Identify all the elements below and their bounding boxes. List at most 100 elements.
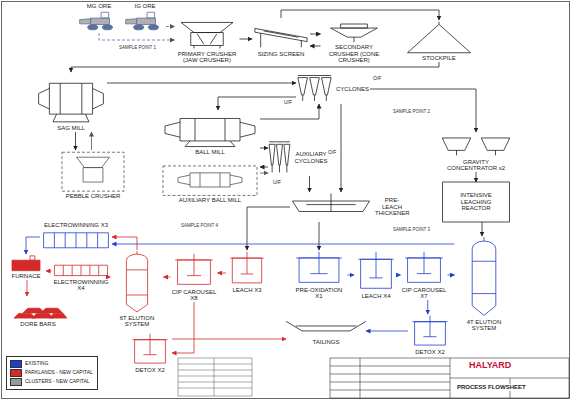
- equipment-node: PRE-LEACH THICKENER: [290, 192, 410, 222]
- stream-tag: O/F: [372, 76, 382, 82]
- equipment-node: CIP CAROUSEL X8: [171, 252, 218, 302]
- symbol-stroke: [240, 122, 255, 137]
- symbol-stroke: [341, 24, 368, 28]
- jaw-symbol: [181, 22, 233, 48]
- symbol-stroke: [430, 316, 431, 337]
- symbol-stroke: [126, 19, 137, 24]
- equipment-node: DETOX X2: [128, 332, 172, 374]
- symbol-stroke: [331, 28, 378, 37]
- symbol-stroke: [376, 252, 377, 278]
- symbol-stroke: [77, 157, 110, 167]
- gravity-symbol: [442, 138, 510, 155]
- equipment-node: SECONDARY CRUSHER (CONE CRUSHER): [321, 22, 388, 64]
- symbol-stroke: [408, 24, 471, 52]
- flow-line: [172, 302, 194, 353]
- equipment-node: 6T ELUTION SYSTEM: [111, 250, 164, 328]
- equipment-label: STOCKPILE: [421, 55, 457, 62]
- thick-symbol: [292, 194, 369, 212]
- symbol-stroke: [255, 28, 307, 41]
- symbol-stroke: [93, 88, 104, 109]
- flow-line: [448, 275, 455, 276]
- sample-point-tag: SAMPLE POINT 1: [118, 46, 157, 51]
- symbol-stroke: [369, 277, 382, 278]
- symbol-stroke: [247, 252, 248, 274]
- equipment-label: ELECTROWINNING X4: [52, 279, 111, 292]
- pebble-symbol: [62, 152, 124, 191]
- stream-tag: U/F: [283, 100, 293, 106]
- equipment-node: ELECTROWINNING X4: [52, 262, 111, 292]
- symbol-stroke: [484, 237, 485, 241]
- equipment-label: FURNACE: [10, 273, 41, 280]
- symbol-stroke: [303, 95, 327, 101]
- flow-line: [164, 277, 171, 278]
- symbol-stroke: [296, 257, 342, 258]
- symbol-stroke: [298, 78, 331, 95]
- symbol-stroke: [62, 152, 124, 191]
- equipment-node: GRAVITY CONCENTRATOR x2: [439, 132, 514, 172]
- flow-line: [27, 280, 28, 296]
- legend-text: CLUSTERS - NEW CAPITAL: [25, 379, 90, 385]
- equipment-node: LEACH X4: [354, 250, 398, 300]
- equipment-label: DETOX X2: [414, 349, 446, 356]
- symbol-stroke: [132, 339, 167, 340]
- flow-line: [166, 26, 175, 27]
- symbol-stroke: [49, 83, 92, 114]
- flow-line: [260, 104, 319, 119]
- tank-symbol: [132, 334, 167, 363]
- legend-text: EXISTING: [25, 361, 48, 367]
- equipment-label: PEBBLE CRUSHER: [65, 193, 122, 200]
- stream-tag: U/F: [272, 180, 282, 186]
- equipment-node: INTENSIVE LEACHING REACTOR: [443, 182, 510, 222]
- symbol-stroke: [191, 33, 224, 46]
- symbol-stroke: [178, 175, 190, 185]
- symbol-stroke: [472, 261, 496, 293]
- legend-entry: CLUSTERS - NEW CAPITAL: [10, 378, 94, 386]
- symbol-stroke: [306, 204, 355, 205]
- symbol-stroke: [54, 265, 107, 275]
- symbol-stroke: [187, 275, 201, 276]
- equipment-node: PRE-OXIDATION X1: [291, 250, 348, 300]
- sample-point-tag: SAMPLE POINT 2: [392, 110, 431, 115]
- equipment-label: LEACH X4: [360, 293, 391, 300]
- legend-entry: PARKLANDS - NEW CAPITAL: [10, 369, 94, 377]
- basin-symbol: [286, 321, 366, 331]
- symbol-stroke: [63, 265, 98, 275]
- equipment-label: 6T ELUTION SYSTEM: [111, 315, 164, 328]
- symbol-stroke: [358, 259, 393, 260]
- symbol-stroke: [296, 325, 357, 326]
- symbol-stroke: [194, 45, 220, 48]
- sample-point-tag: SAMPLE POINT 3: [392, 228, 431, 233]
- symbol-stroke: [269, 144, 290, 165]
- flow-line: [260, 167, 268, 168]
- connectors: [26, 10, 482, 353]
- equipment-node: IG ORE: [124, 3, 166, 33]
- equipment-label: CYCLONES: [335, 86, 370, 93]
- symbol-stroke: [180, 118, 240, 140]
- tank-symbol: [230, 252, 264, 283]
- flow-line: [309, 176, 310, 192]
- box-symbol: [443, 182, 510, 222]
- symbol-stroke: [354, 37, 355, 42]
- equipment-label: DETOX X2: [134, 367, 166, 374]
- symbol-stroke: [126, 270, 147, 295]
- furnace-symbol: [12, 256, 40, 271]
- loader-symbol: [126, 12, 159, 30]
- cone-symbol: [331, 24, 378, 42]
- tank-symbol: [405, 252, 443, 283]
- flow-line: [281, 10, 439, 20]
- symbol-stroke: [91, 18, 110, 24]
- equipment-label: CIP CAROUSEL X7: [401, 287, 448, 300]
- equipment-node: SIZING SCREEN: [252, 18, 310, 58]
- flow-line: [482, 222, 483, 236]
- symbol-stroke: [101, 12, 109, 18]
- symbol-stroke: [264, 31, 299, 37]
- equipment-node: DETOX X2: [408, 314, 452, 356]
- symbol-stroke: [44, 233, 109, 248]
- equipment-node: DORE BARS: [8, 296, 68, 328]
- equipment-node: BALL MILL: [160, 110, 260, 156]
- flow-line: [218, 273, 227, 274]
- symbol-stroke: [269, 141, 290, 142]
- cyclone-symbol: [269, 142, 290, 173]
- symbol-stroke: [439, 22, 440, 25]
- equipment-label: PRIMARY CRUSHER (JAW CRUSHER): [175, 51, 240, 64]
